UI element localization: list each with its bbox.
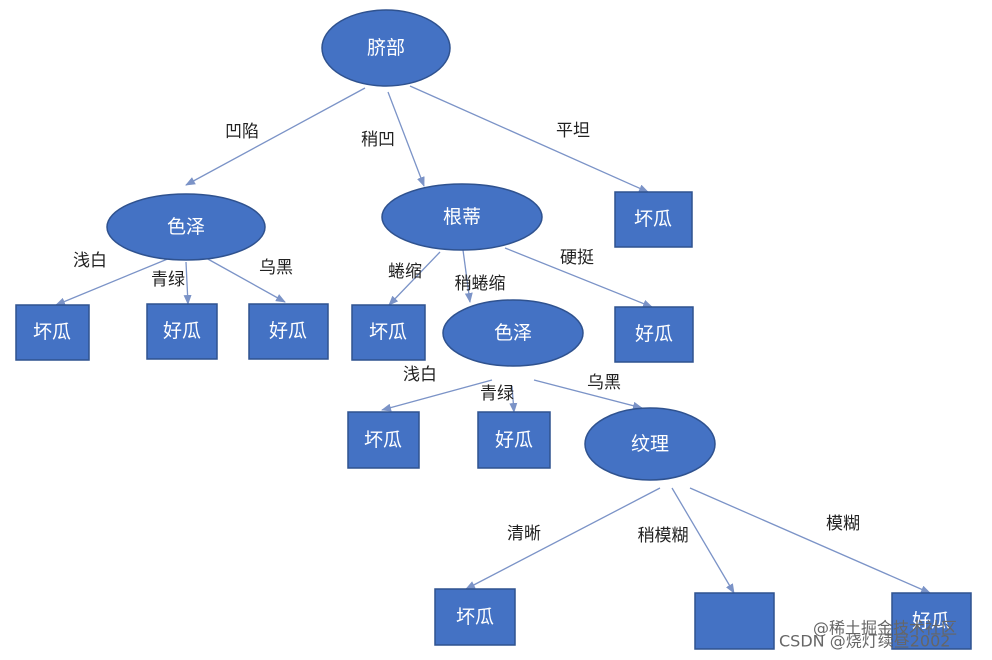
edge-color2-light (381, 379, 493, 412)
leaf-color2-green-label: 好瓜 (495, 429, 533, 451)
edge-root-flat (409, 85, 649, 193)
edge-label-slight-curl: 稍蜷缩 (455, 274, 506, 294)
watermark-text: CSDN @烧灯续昼2002 (779, 632, 950, 651)
edge-label-light-2: 浅白 (403, 365, 437, 385)
leaf-color2-green: 好瓜 (477, 411, 551, 469)
leaf-texture-blurry-label: 好瓜 (912, 610, 950, 632)
leaf-color1-black: 好瓜 (248, 303, 329, 360)
leaf-stalk-stiff-label: 好瓜 (635, 323, 673, 345)
edge-color2-black (533, 379, 643, 410)
edge-color1-green (183, 261, 192, 305)
leaf-color1-light-label: 坏瓜 (33, 321, 71, 343)
edge-texture-slight-blurry (671, 487, 735, 594)
edge-texture-clear (465, 487, 661, 590)
leaf-stalk-curl-label: 坏瓜 (369, 321, 407, 343)
node-stalk: 根蒂 (381, 183, 543, 251)
leaf-root-flat-label: 坏瓜 (634, 208, 672, 230)
node-color-1: 色泽 (106, 193, 266, 261)
node-texture-label: 纹理 (631, 433, 669, 455)
leaf-color2-light-label: 坏瓜 (364, 429, 402, 451)
edge-label-blurry: 模糊 (826, 514, 860, 534)
leaf-root-flat: 坏瓜 (614, 191, 693, 248)
edge-color1-black (205, 257, 286, 303)
edge-label-slight-sunken: 稍凹 (361, 130, 395, 150)
leaf-color2-light: 坏瓜 (347, 411, 420, 469)
watermark: @稀土掘金技术社区 CSDN @烧灯续昼2002 (779, 619, 957, 651)
leaf-stalk-stiff: 好瓜 (614, 306, 694, 363)
leaf-color1-green: 好瓜 (146, 303, 218, 360)
edge-color1-light (55, 257, 171, 306)
leaf-texture-clear-label: 坏瓜 (456, 606, 494, 628)
watermark-overlay-text: @稀土掘金技术社区 (813, 619, 957, 638)
edge-label-black-2: 乌黑 (587, 373, 621, 393)
leaf-texture-slight-blurry (694, 592, 775, 650)
edge-label-curl: 蜷缩 (388, 262, 422, 282)
edge-label-clear: 清晰 (507, 524, 541, 544)
edge-label-sunken: 凹陷 (225, 122, 259, 142)
edge-label-green-1: 青绿 (151, 270, 185, 290)
node-navel-label: 脐部 (367, 37, 405, 59)
edge-root-sunken (185, 87, 366, 186)
leaf-color1-light: 坏瓜 (15, 304, 90, 361)
edge-stalk-curl (388, 251, 441, 306)
edge-label-slight-blurry: 稍模糊 (638, 526, 689, 546)
edge-label-black-1: 乌黑 (259, 258, 293, 278)
node-texture: 纹理 (584, 407, 716, 481)
node-stalk-label: 根蒂 (443, 206, 481, 228)
leaf-texture-clear: 坏瓜 (434, 588, 516, 646)
node-color-1-label: 色泽 (167, 216, 205, 238)
edge-label-flat: 平坦 (556, 121, 590, 141)
edge-label-green-2: 青绿 (480, 384, 514, 404)
leaf-stalk-curl: 坏瓜 (351, 304, 426, 361)
leaf-color1-green-label: 好瓜 (163, 320, 201, 342)
edge-color2-green (509, 385, 518, 413)
node-navel: 脐部 (321, 9, 451, 87)
edge-root-slight-sunken (387, 91, 425, 187)
node-color-2-label: 色泽 (494, 322, 532, 344)
edge-stalk-stiff (504, 247, 653, 308)
leaf-texture-blurry: 好瓜 (891, 592, 972, 650)
edge-label-stiff: 硬挺 (560, 248, 594, 268)
edge-label-light-1: 浅白 (73, 251, 107, 271)
node-color-2: 色泽 (442, 299, 584, 367)
edge-stalk-slight-curl (462, 249, 473, 303)
leaf-color1-black-label: 好瓜 (269, 320, 307, 342)
edge-texture-blurry (689, 487, 931, 594)
